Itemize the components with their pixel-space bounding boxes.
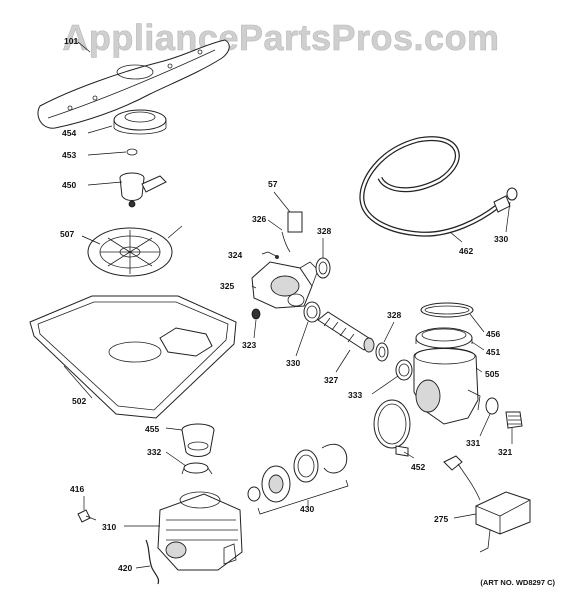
part-327-hose[interactable] xyxy=(317,311,375,353)
part-331[interactable] xyxy=(485,397,499,415)
label-330-b: 330 xyxy=(494,234,508,244)
part-430-impeller-group[interactable] xyxy=(247,443,349,515)
part-456-gasket[interactable] xyxy=(420,302,474,318)
label-507: 507 xyxy=(60,229,74,239)
label-321: 321 xyxy=(498,447,512,457)
label-462: 462 xyxy=(459,246,473,256)
part-333-clamp[interactable] xyxy=(395,359,413,381)
part-332[interactable] xyxy=(181,462,213,475)
leader-lines xyxy=(63,41,513,569)
part-452-clamp[interactable] xyxy=(373,399,411,457)
label-416: 416 xyxy=(70,484,84,494)
label-328-a: 328 xyxy=(317,226,331,236)
label-327: 327 xyxy=(324,375,338,385)
label-330-a: 330 xyxy=(286,358,300,368)
label-332: 332 xyxy=(147,447,161,457)
label-505: 505 xyxy=(485,369,499,379)
label-420: 420 xyxy=(118,563,132,573)
part-321-sensor[interactable] xyxy=(505,411,523,429)
part-328-ring-b[interactable] xyxy=(375,342,389,362)
part-450[interactable] xyxy=(119,172,167,208)
part-328-ring-a[interactable] xyxy=(315,257,331,279)
part-502-sump-plate[interactable] xyxy=(29,295,237,419)
label-323: 323 xyxy=(242,340,256,350)
part-324[interactable] xyxy=(267,251,279,259)
part-330-clamp-a[interactable] xyxy=(303,301,321,323)
part-325-pump-housing[interactable] xyxy=(251,261,319,309)
label-455: 455 xyxy=(145,424,159,434)
label-456: 456 xyxy=(486,329,500,339)
label-430: 430 xyxy=(300,504,314,514)
label-333: 333 xyxy=(348,390,362,400)
label-310: 310 xyxy=(102,522,116,532)
label-451: 451 xyxy=(486,347,500,357)
part-310-motor[interactable] xyxy=(157,491,243,571)
label-454: 454 xyxy=(62,128,76,138)
label-324: 324 xyxy=(228,250,242,260)
part-420-wire[interactable] xyxy=(145,539,160,585)
art-number: (ART NO. WD8297 C) xyxy=(480,578,555,587)
part-451[interactable] xyxy=(415,327,473,349)
part-57[interactable] xyxy=(287,211,303,233)
label-502: 502 xyxy=(72,396,86,406)
label-331: 331 xyxy=(466,438,480,448)
part-453-o-ring[interactable] xyxy=(126,148,138,156)
label-101: 101 xyxy=(64,36,78,46)
watermark-text: AppliancePartsPros.com xyxy=(62,17,499,58)
label-328-b: 328 xyxy=(387,310,401,320)
part-462-drain-hose[interactable] xyxy=(359,136,511,237)
label-452: 452 xyxy=(411,462,425,472)
label-325: 325 xyxy=(220,281,234,291)
part-326[interactable] xyxy=(281,231,291,253)
part-101-spray-arm[interactable] xyxy=(37,39,230,129)
part-275-controller[interactable] xyxy=(443,455,531,553)
label-326: 326 xyxy=(252,214,266,224)
part-455[interactable] xyxy=(181,423,215,457)
part-454[interactable] xyxy=(113,109,167,135)
label-453: 453 xyxy=(62,150,76,160)
part-labels: 101 454 453 450 507 57 326 324 328 325 3… xyxy=(60,36,512,573)
label-57: 57 xyxy=(268,179,278,189)
part-505-chamber[interactable] xyxy=(413,347,481,425)
part-507-filter[interactable] xyxy=(87,225,183,277)
part-416-screw[interactable] xyxy=(77,509,97,523)
part-323[interactable] xyxy=(251,308,261,320)
label-450: 450 xyxy=(62,180,76,190)
label-275: 275 xyxy=(434,514,448,524)
part-330-clamp-b[interactable] xyxy=(506,187,518,201)
